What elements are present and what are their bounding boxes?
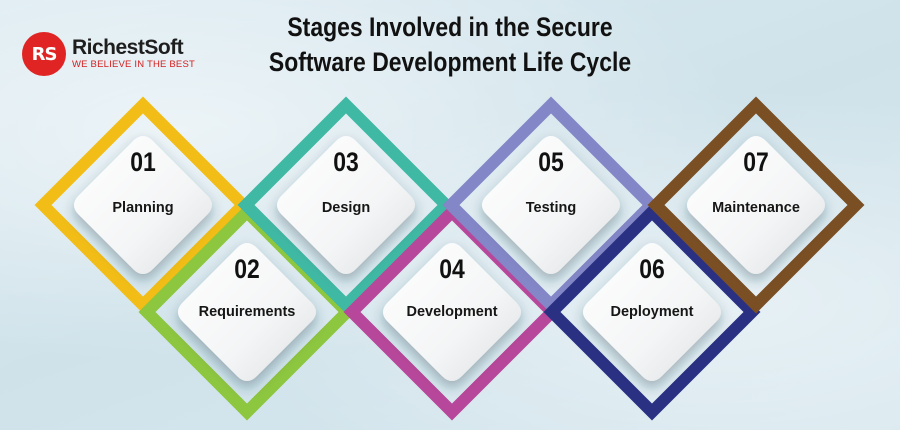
stage-05-number: 05 bbox=[538, 147, 564, 177]
stage-06-number: 06 bbox=[639, 254, 665, 284]
stage-01-number: 01 bbox=[130, 147, 156, 177]
logo-mark-icon: RS bbox=[22, 32, 66, 76]
stage-06-card bbox=[582, 242, 722, 382]
stage-05-card bbox=[481, 135, 621, 275]
stage-07-number: 07 bbox=[743, 147, 769, 177]
stage-02-number: 02 bbox=[234, 254, 260, 284]
stage-07-frame bbox=[647, 96, 865, 314]
stage-02-label: Requirements bbox=[198, 304, 296, 320]
stage-03-card bbox=[276, 135, 416, 275]
stage-02-card bbox=[177, 242, 317, 382]
stage-01-card bbox=[73, 135, 213, 275]
logo-tagline: WE BELIEVE IN THE BEST bbox=[72, 59, 196, 70]
stage-03-frame bbox=[237, 96, 455, 314]
stage-01-label: Planning bbox=[112, 200, 174, 216]
title-line-2: Software Development Life Cycle bbox=[268, 47, 632, 77]
title-line-1: Stages Involved in the Secure bbox=[287, 12, 613, 42]
page-title: Stages Involved in the Secure Software D… bbox=[238, 10, 663, 80]
stage-06-frame bbox=[543, 203, 761, 421]
stage-06-label: Deployment bbox=[610, 304, 694, 320]
stage-03-number: 03 bbox=[333, 147, 359, 177]
stage-07-card bbox=[686, 135, 826, 275]
company-logo: RS RichestSoft WE BELIEVE IN THE BEST bbox=[22, 32, 195, 76]
stage-04-label: Development bbox=[406, 304, 498, 320]
stage-04-number: 04 bbox=[439, 254, 465, 284]
stage-04-card bbox=[382, 242, 522, 382]
logo-name: RichestSoft bbox=[72, 36, 184, 59]
logo-text: RichestSoft WE BELIEVE IN THE BEST bbox=[72, 37, 195, 71]
stage-05-label: Testing bbox=[525, 200, 577, 216]
stage-07-label: Maintenance bbox=[712, 200, 800, 216]
stage-03-label: Design bbox=[321, 200, 371, 216]
stage-01-frame bbox=[34, 96, 252, 314]
